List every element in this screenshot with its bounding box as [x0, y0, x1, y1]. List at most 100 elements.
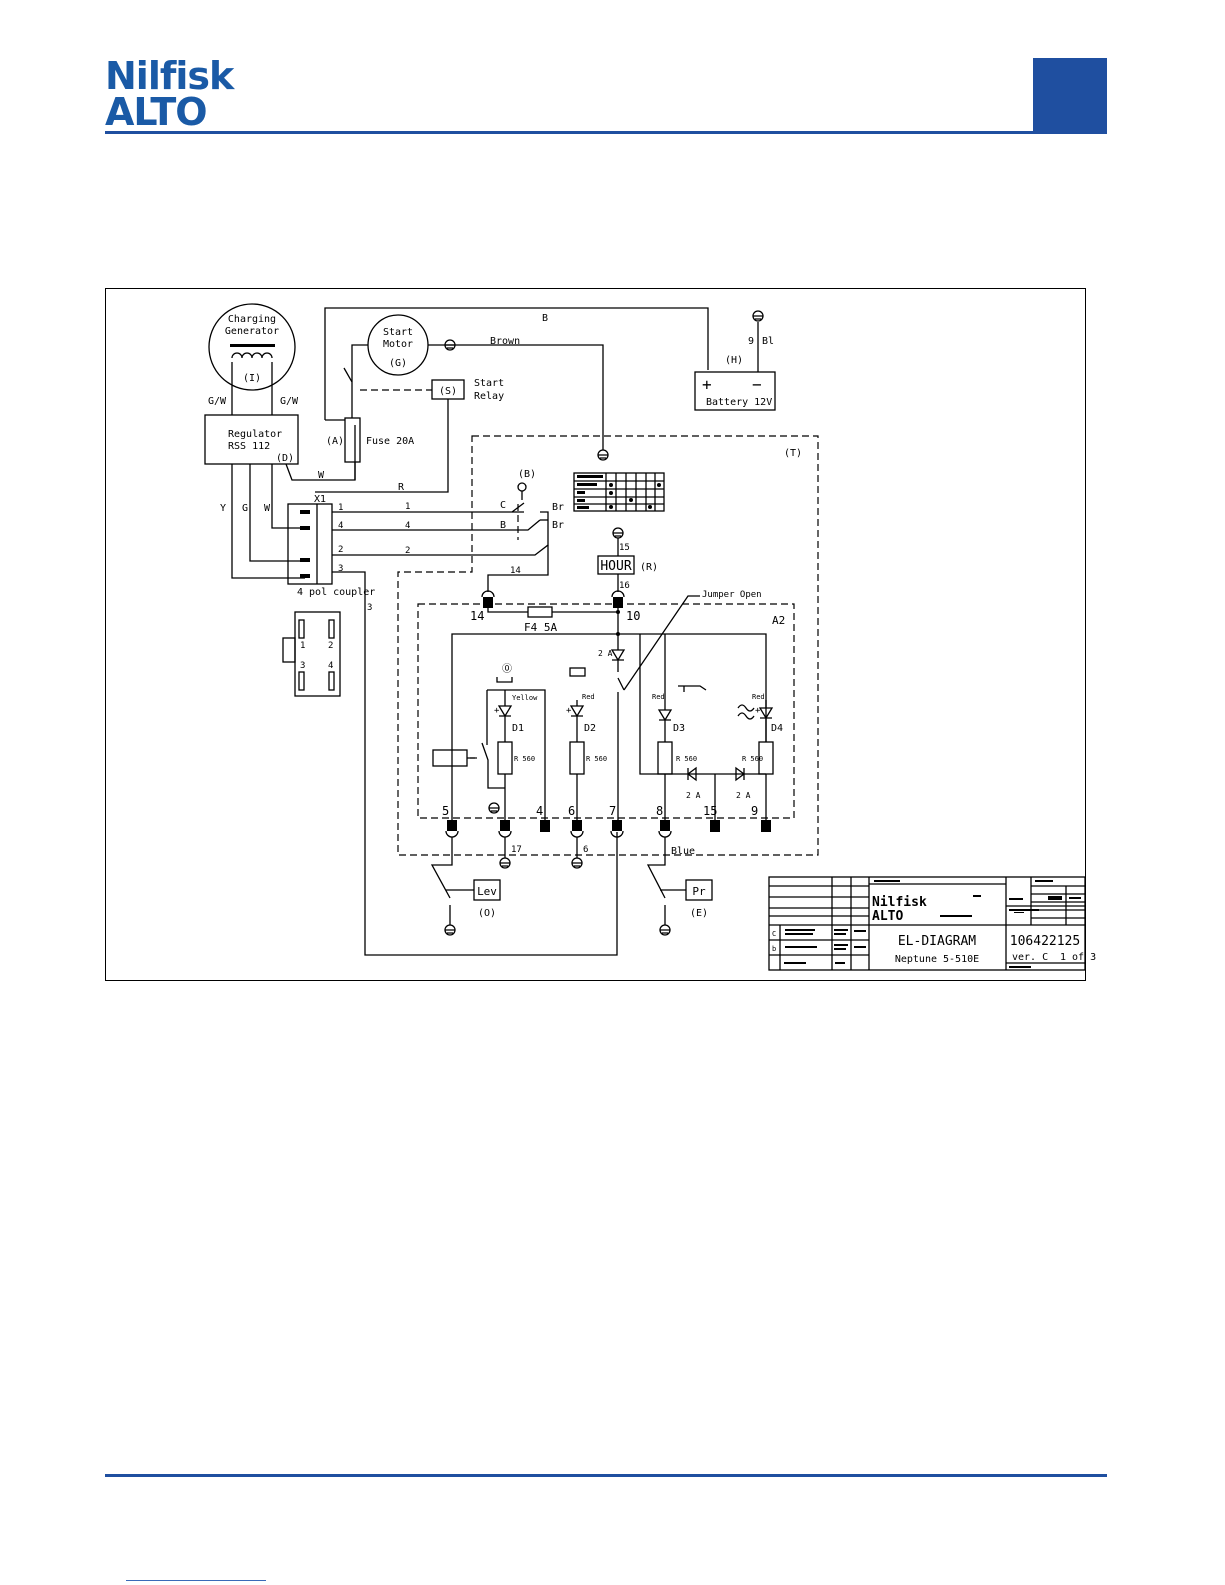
diode-label-main: 2 A [598, 649, 613, 658]
generator-label-2: Generator [225, 326, 279, 337]
regulator-label-1: Regulator [228, 429, 282, 440]
wire-gw-right: G/W [280, 396, 299, 407]
footer-rule [105, 1474, 1107, 1477]
generator-ref: (I) [243, 373, 261, 384]
tb-title: EL-DIAGRAM [898, 934, 976, 949]
wire-y: Y [220, 503, 226, 514]
tb-version: ver. C [1012, 952, 1048, 963]
battery-minus: − [752, 375, 762, 394]
d4-name: D4 [771, 723, 783, 734]
d4-resistor: R 560 [742, 755, 763, 763]
d2-color: Red [582, 693, 595, 701]
gnd-num-17: 17 [511, 845, 522, 855]
regulator: Regulator RSS 112 (D) [204, 414, 299, 465]
d2-plus: + [566, 706, 572, 716]
d2-name: D2 [584, 723, 596, 734]
header-rule [105, 131, 1107, 134]
lev-sensor: Lev (O) [473, 879, 501, 919]
fuse-label: Fuse 20A [366, 436, 414, 447]
d3-name: D3 [673, 723, 685, 734]
terminal-5: 5 [442, 804, 449, 818]
rev-b: b [772, 945, 776, 953]
battery-label: Battery 12V [706, 397, 772, 408]
level-relay [432, 742, 505, 789]
start-motor-ref: (G) [389, 358, 407, 369]
rev-c: C [772, 930, 776, 938]
d2-resistor: R 560 [586, 755, 607, 763]
coupler-pin-4: 4 [338, 521, 343, 531]
d4-plus: + [755, 706, 761, 716]
ground-symbol-motor [444, 339, 456, 351]
key-switch-ref: (B) [518, 469, 536, 480]
wire-brown: Brown [490, 336, 520, 347]
connector-10 [611, 590, 625, 608]
fuse-f4: F4 5A [524, 606, 557, 634]
terminal-6: 6 [568, 804, 575, 818]
board-a2-label: A2 [772, 614, 785, 627]
led-d1: ⓪ Yellow + D1 R 560 [486, 663, 546, 820]
tb-logo-2: ALTO [872, 909, 903, 924]
terminal-14: 14 [470, 609, 484, 623]
tb-number: 106422125 [1010, 934, 1080, 949]
connector-row-bottom [445, 820, 771, 838]
hour-meter-ref: (R) [640, 562, 658, 573]
battery-wire-num: 9 [748, 336, 754, 347]
regulator-label-2: RSS 112 [228, 441, 270, 452]
led-d2: Red + D2 R 560 [566, 667, 607, 820]
lev-label: Lev [477, 885, 497, 898]
wire-br-2: Br [552, 520, 564, 531]
logo-line-2: ALTO [105, 90, 208, 134]
wire-r: R [398, 482, 405, 493]
pr-sensor: Pr (E) [685, 879, 713, 919]
ground-symbol-17 [499, 857, 511, 869]
title-block: C b Nilfisk ALTO EL-DIAGRAM Neptune 5-51… [768, 876, 1096, 971]
tb-sheet: 1 of 3 [1060, 952, 1096, 963]
ground-symbol-panel [597, 449, 609, 461]
wire-b-top: B [542, 313, 548, 324]
d1-resistor: R 560 [514, 755, 535, 763]
key-position-table [573, 472, 665, 512]
wire-num-4: 4 [405, 521, 410, 531]
battery-ref: (H) [725, 355, 743, 366]
hour-meter: 15 HOUR (R) 16 [597, 527, 658, 592]
battery: (H) + − Battery 12V [694, 355, 776, 411]
logo-line-1: Nilfisk [105, 54, 234, 98]
d3-resistor: R 560 [676, 755, 697, 763]
wire-w-reg: W [264, 503, 271, 514]
start-relay: (S) Start Relay [431, 378, 504, 402]
tb-subtitle: Neptune 5-510E [895, 954, 979, 965]
terminal-7: 7 [609, 804, 616, 818]
d1-symbol: ⓪ [502, 663, 512, 675]
wire-g: G [242, 503, 248, 514]
terminal-4: 4 [536, 804, 543, 818]
board-a2-outline [417, 603, 795, 819]
wire-blue: Blue [671, 846, 695, 857]
pr-ref: (E) [690, 908, 708, 919]
start-motor: Start Motor (G) [367, 314, 429, 376]
drawing-frame [105, 288, 1086, 981]
battery-plus: + [702, 375, 712, 394]
hour-meter-label: HOUR [600, 559, 631, 574]
terminal-15: 15 [703, 804, 717, 818]
wire-num-2: 2 [405, 546, 410, 556]
fuse-ref: (A) [326, 436, 344, 447]
regulator-ref: (D) [276, 453, 294, 464]
ground-symbol-6 [571, 857, 583, 869]
wire-num-1: 1 [405, 502, 410, 512]
lev-ref: (O) [478, 908, 496, 919]
hour-meter-out: 16 [619, 581, 630, 591]
nilfisk-alto-logo: Nilfisk ALTO [105, 54, 234, 134]
connector-14 [481, 590, 495, 608]
panel-t-outline [397, 435, 819, 856]
wire-14-label: 14 [510, 566, 521, 576]
start-relay-ref: (S) [439, 386, 457, 397]
key-switch-b: B [500, 520, 506, 531]
tb-logo-1: Nilfisk [872, 895, 927, 910]
terminal-9: 9 [751, 804, 758, 818]
coupler-pin-layout: 1 2 3 4 [282, 611, 341, 697]
battery-wire-bl: Bl [762, 336, 774, 347]
generator-label-1: Charging [228, 314, 276, 325]
ground-symbol-battery [752, 310, 764, 322]
gnd-num-6: 6 [583, 845, 588, 855]
coupler-pin-2: 2 [338, 545, 343, 555]
